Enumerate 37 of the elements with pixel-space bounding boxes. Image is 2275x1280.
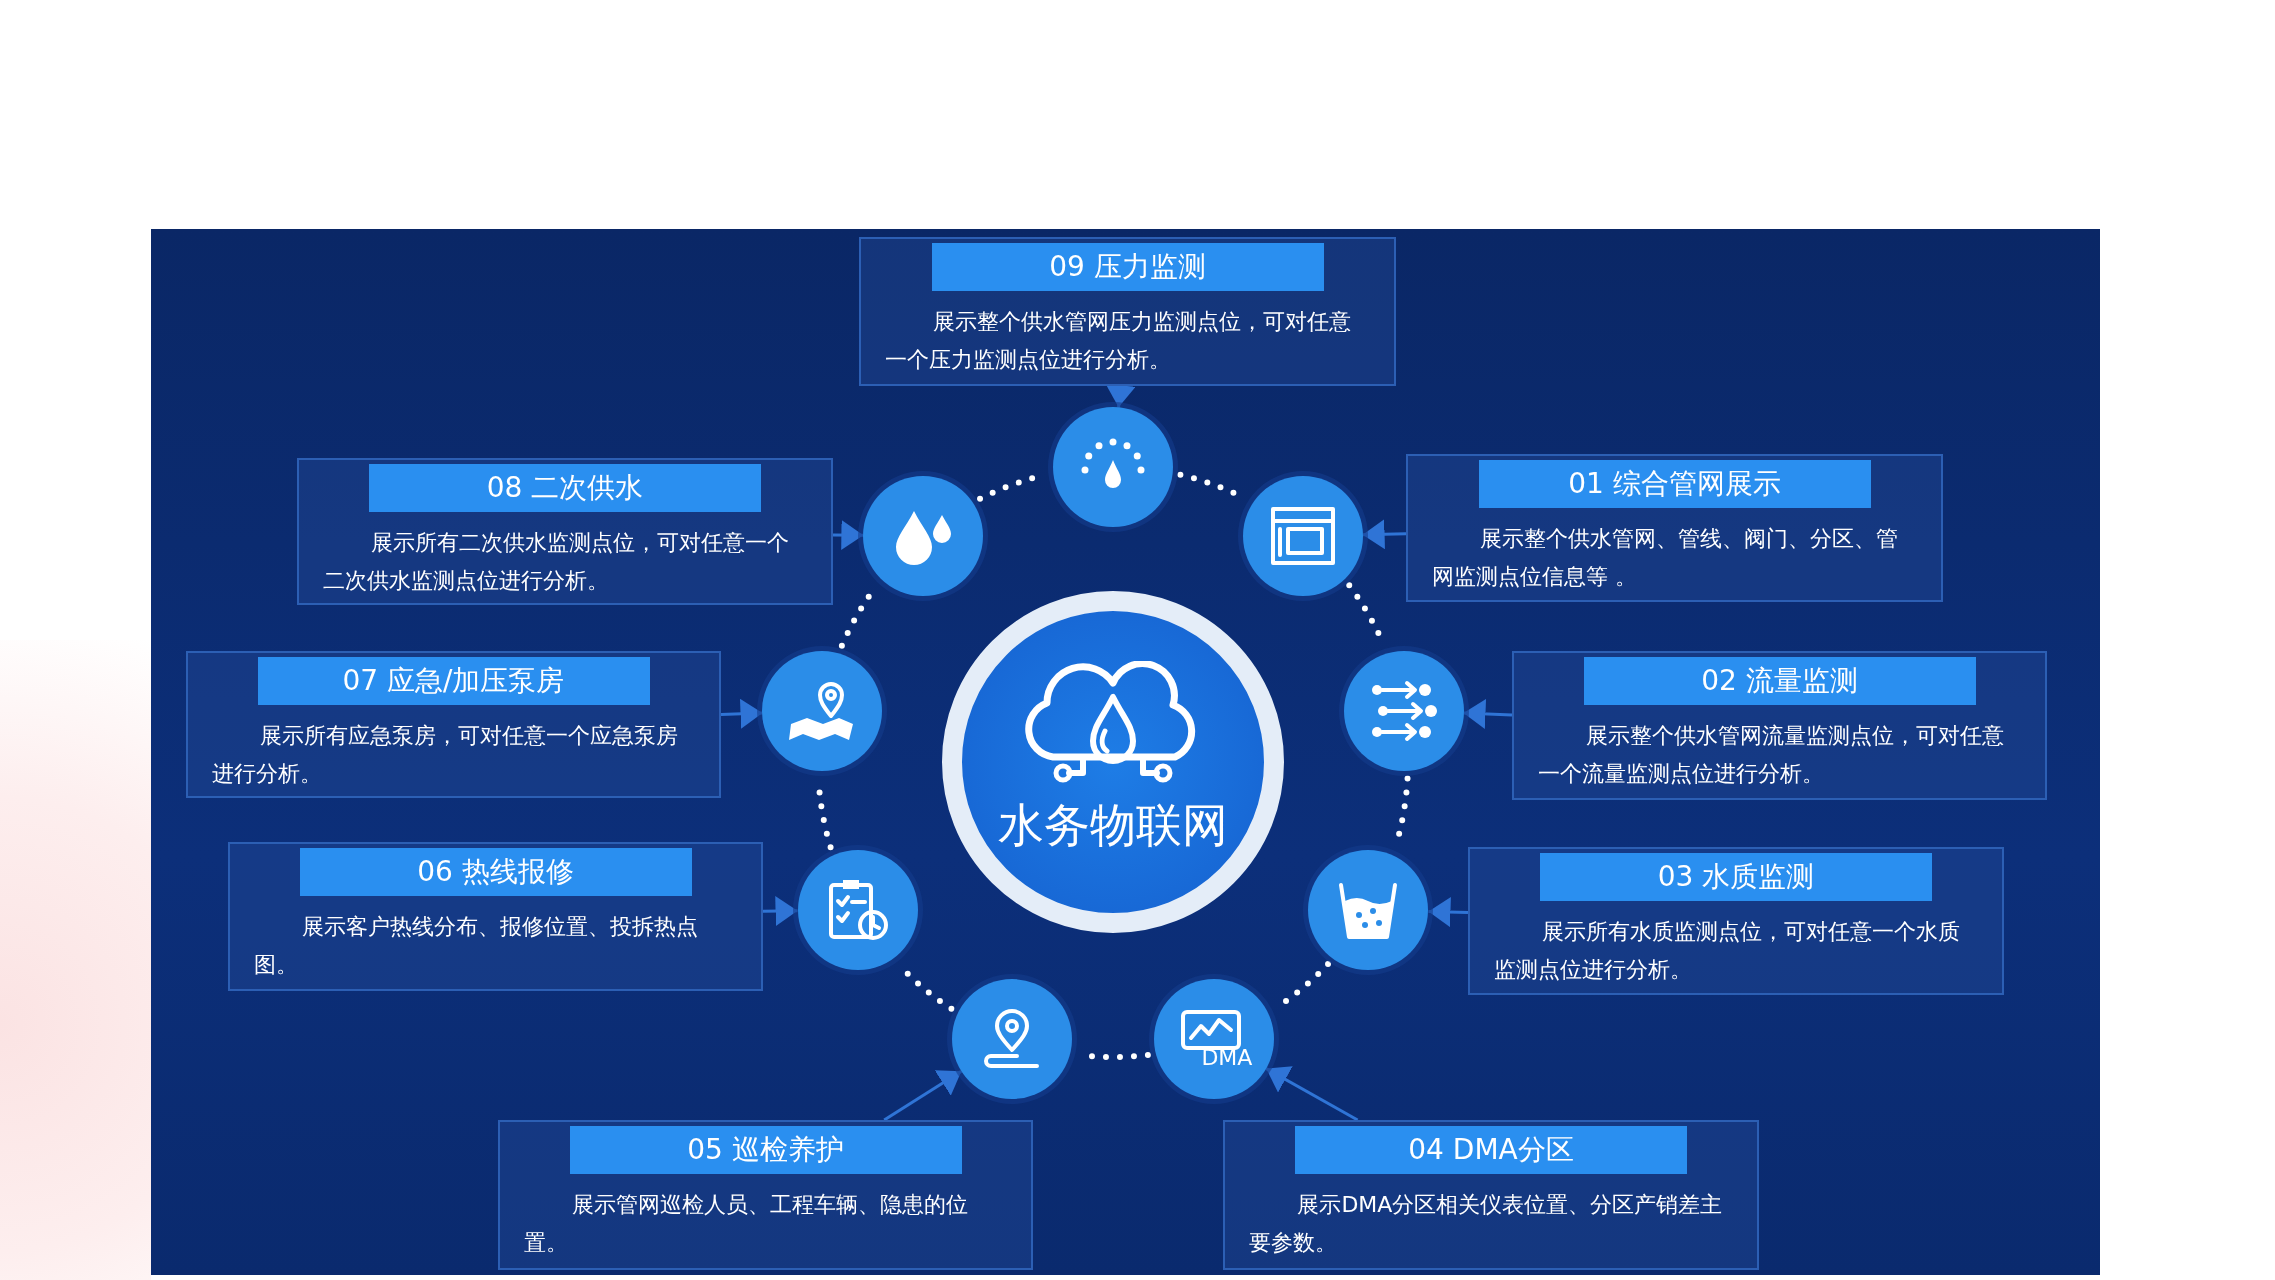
pointer-arrow xyxy=(762,896,798,927)
title-bar: 07 应急/加压泵房 xyxy=(257,657,650,705)
pointer-arrow xyxy=(720,698,763,729)
info-box xyxy=(186,651,721,798)
hub-label: 水务物联网 xyxy=(998,797,1228,853)
description-text: 展示整个供水管网、管线、阀门、分区、管网监测点位信息等 。 xyxy=(1432,525,1900,591)
info-box xyxy=(228,842,763,991)
pointer-arrow xyxy=(1428,897,1469,928)
description-text: 展示所有应急泵房，可对任意一个应急泵房进行分析。 xyxy=(212,722,680,788)
pointer-arrow xyxy=(833,520,864,550)
description-text: 展示管网巡检人员、工程车辆、隐患的位置。 xyxy=(524,1191,970,1257)
description-text: 展示整个供水管网压力监测点位，可对任意一个压力监测点位进行分析。 xyxy=(885,308,1353,374)
description-text: 展示所有水质监测点位，可对任意一个水质监测点位进行分析。 xyxy=(1494,918,1962,984)
pointer-arrow xyxy=(1265,1066,1359,1122)
info-box xyxy=(859,237,1396,386)
pointer-arrow xyxy=(1105,383,1136,408)
title-bar: 09 压力监测 xyxy=(931,243,1324,291)
title-bar: 08 二次供水 xyxy=(369,464,761,512)
description-text: 展示所有二次供水监测点位，可对任意一个二次供水监测点位进行分析。 xyxy=(323,529,791,595)
title-bar: 05 巡检养护 xyxy=(569,1126,962,1174)
description-text: 展示整个供水管网流量监测点位，可对任意一个流量监测点位进行分析。 xyxy=(1538,722,2006,788)
pointer-arrow xyxy=(1463,699,1513,729)
info-box xyxy=(498,1120,1033,1270)
title-bar: 01 综合管网展示 xyxy=(1478,460,1871,508)
title-bar: 03 水质监测 xyxy=(1540,853,1932,901)
title-bar: 04 DMA分区 xyxy=(1295,1126,1687,1174)
pointer-arrow xyxy=(1362,519,1407,550)
info-box xyxy=(1406,454,1943,602)
title-bar: 06 热线报修 xyxy=(299,848,692,896)
info-box xyxy=(1512,651,2047,800)
description-text: 展示DMA分区相关仪表位置、分区产销差主要参数。 xyxy=(1249,1191,1724,1257)
pointer-arrow xyxy=(883,1070,963,1122)
info-box xyxy=(1468,847,2004,995)
description-text: 展示客户热线分布、报修位置、投拆热点图。 xyxy=(254,913,700,979)
title-bar: 02 流量监测 xyxy=(1583,657,1976,705)
info-box xyxy=(1223,1120,1759,1270)
info-box xyxy=(297,458,833,605)
